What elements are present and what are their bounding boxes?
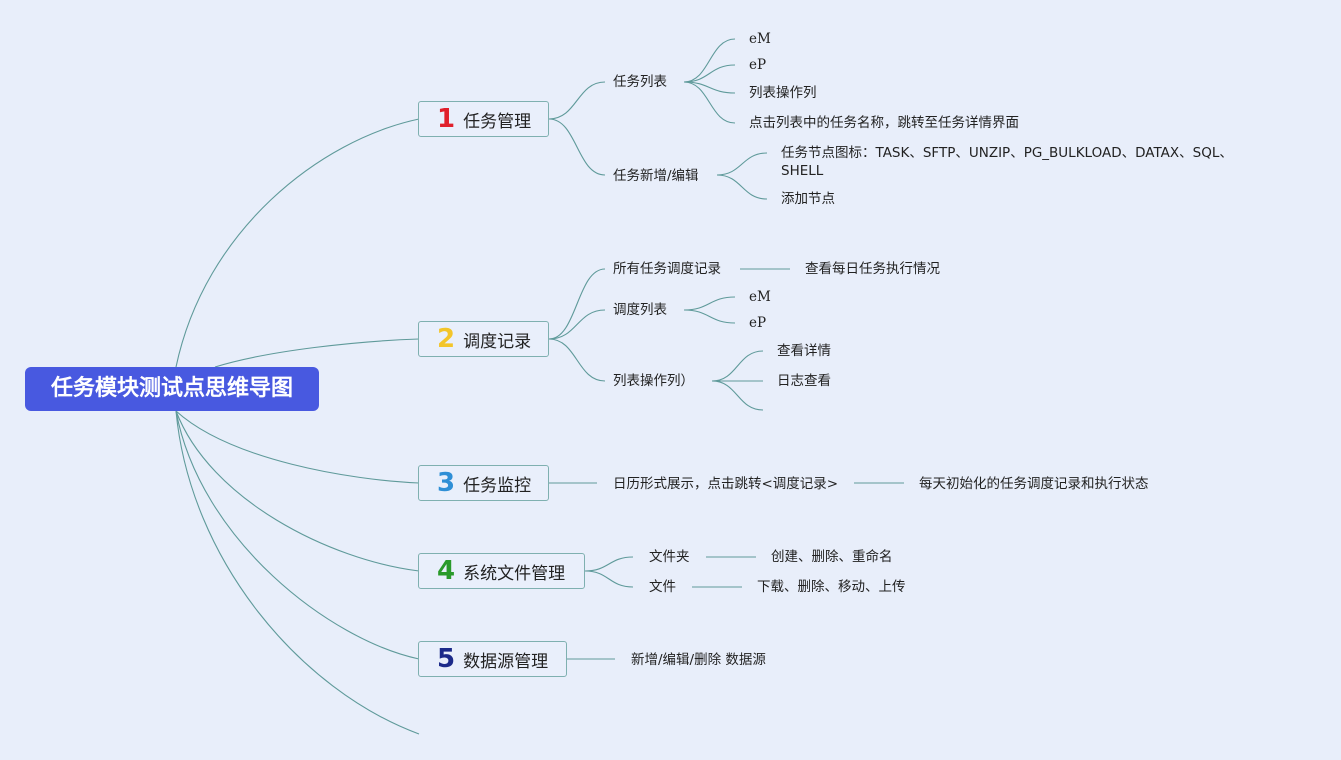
branch-number-3: 3 xyxy=(437,468,456,498)
link-b2-action-column xyxy=(548,338,606,382)
leaf-em[interactable]: eM xyxy=(749,31,771,47)
link-root-branch-6 xyxy=(175,410,420,735)
branch-number-2: 2 xyxy=(437,324,456,354)
link-root-branch-5 xyxy=(175,410,420,660)
leaf-click-task-name[interactable]: 点击列表中的任务名称，跳转至任务详情界面 xyxy=(749,115,1019,131)
link-root-branch-4 xyxy=(175,410,420,572)
leaf-task-node-icons[interactable]: 任务节点图标：TASK、SFTP、UNZIP、PG_BULKLOAD、DATAX… xyxy=(781,145,1233,179)
node-file[interactable]: 文件 xyxy=(649,579,676,595)
branch-node-task-monitoring[interactable]: 3 任务监控 xyxy=(418,465,549,501)
leaf-create-delete-rename[interactable]: 创建、删除、重命名 xyxy=(771,549,893,565)
branch-label: 调度记录 xyxy=(463,331,532,352)
link-action-view-details xyxy=(711,350,764,382)
link-add-edit-add-node xyxy=(716,174,768,200)
node-task-list[interactable]: 任务列表 xyxy=(613,74,667,90)
node-task-add-edit[interactable]: 任务新增/编辑 xyxy=(613,168,699,184)
branch-number-5: 5 xyxy=(437,644,456,674)
root-node[interactable]: 任务模块测试点思维导图 xyxy=(25,367,319,411)
leaf-add-node[interactable]: 添加节点 xyxy=(781,191,835,207)
leaf-download-delete-move-upload[interactable]: 下载、删除、移动、上传 xyxy=(757,579,906,595)
branch-label: 任务管理 xyxy=(463,111,532,132)
leaf-daily-init-records[interactable]: 每天初始化的任务调度记录和执行状态 xyxy=(919,476,1149,492)
branch-label: 数据源管理 xyxy=(463,651,549,672)
branch-node-datasource-management[interactable]: 5 数据源管理 xyxy=(418,641,567,677)
link-task-list-click xyxy=(683,81,736,124)
link-root-branch-2 xyxy=(214,338,420,368)
branch-label: 任务监控 xyxy=(463,475,532,496)
leaf-em[interactable]: eM xyxy=(749,289,771,305)
leaf-list-action-column[interactable]: 列表操作列 xyxy=(749,85,817,101)
node-all-schedule-records[interactable]: 所有任务调度记录 xyxy=(613,261,721,277)
leaf-view-daily-execution[interactable]: 查看每日任务执行情况 xyxy=(805,261,940,277)
leaf-ep[interactable]: eP xyxy=(749,57,767,73)
link-task-list-ep xyxy=(683,64,736,83)
link-b4-file xyxy=(584,570,634,588)
branch-number-4: 4 xyxy=(437,556,456,586)
link-b4-folder xyxy=(584,556,634,572)
node-calendar-display[interactable]: 日历形式展示，点击跳转<调度记录> xyxy=(613,476,839,492)
node-datasource-crud[interactable]: 新增/编辑/删除 数据源 xyxy=(631,652,766,668)
link-root-branch-3 xyxy=(175,410,420,484)
leaf-view-logs[interactable]: 日志查看 xyxy=(777,373,831,389)
branch-node-schedule-records[interactable]: 2 调度记录 xyxy=(418,321,549,357)
link-b1-task-list xyxy=(548,81,606,120)
node-list-action-column[interactable]: 列表操作列） xyxy=(613,373,694,389)
link-schedule-list-ep xyxy=(683,309,736,324)
link-action-empty xyxy=(711,380,764,411)
branch-number-1: 1 xyxy=(437,104,456,134)
link-task-list-em xyxy=(683,38,736,83)
node-schedule-list[interactable]: 调度列表 xyxy=(613,302,667,318)
branch-node-system-file-management[interactable]: 4 系统文件管理 xyxy=(418,553,585,589)
link-b2-all-records xyxy=(548,268,606,340)
link-b1-task-add-edit xyxy=(548,118,606,176)
link-b2-schedule-list xyxy=(548,309,606,340)
branch-node-task-management[interactable]: 1 任务管理 xyxy=(418,101,549,137)
node-folder[interactable]: 文件夹 xyxy=(649,549,690,565)
leaf-view-details[interactable]: 查看详情 xyxy=(777,343,831,359)
link-add-edit-icons xyxy=(716,152,768,176)
branch-label: 系统文件管理 xyxy=(463,563,566,584)
link-schedule-list-em xyxy=(683,296,736,311)
leaf-ep[interactable]: eP xyxy=(749,315,767,331)
link-root-branch-1 xyxy=(175,118,420,368)
